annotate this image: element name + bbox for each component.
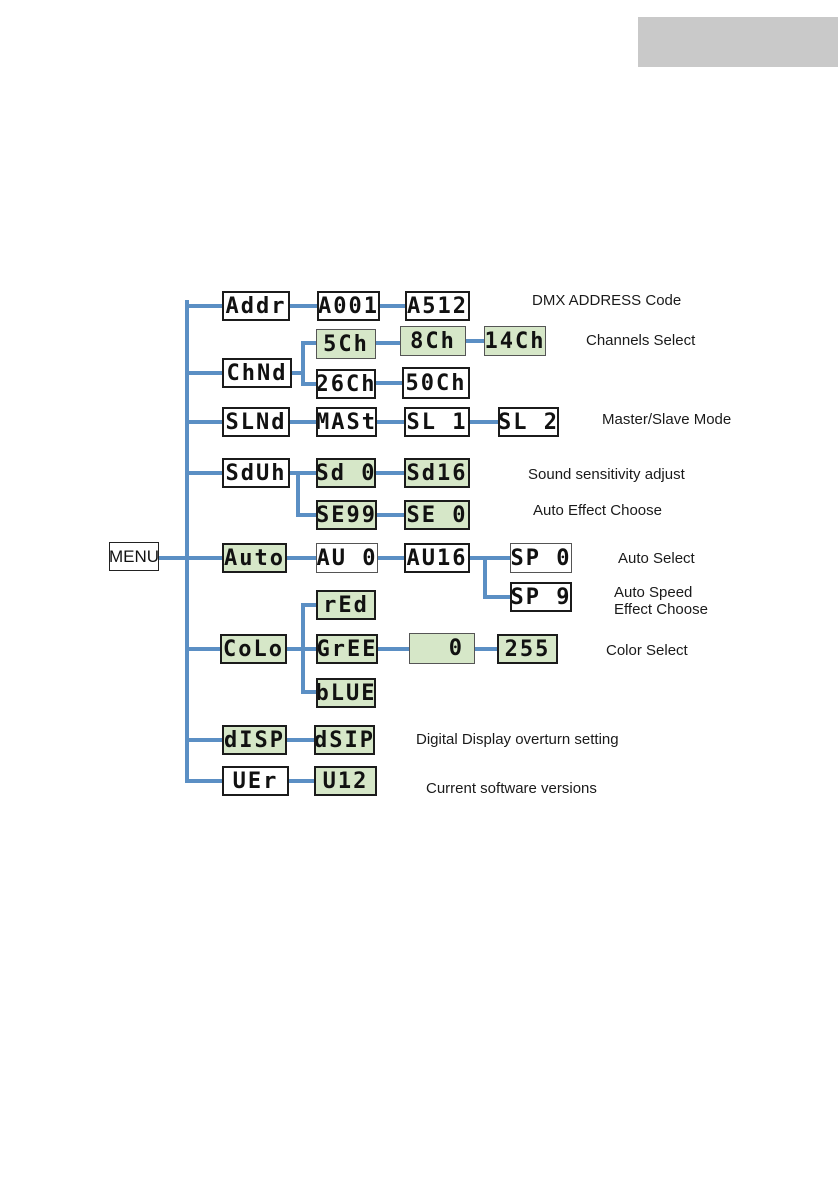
- dmx-address-max: A512: [405, 291, 470, 321]
- label-dmx-address: DMX ADDRESS Code: [532, 292, 682, 309]
- channel-5ch: 5Ch: [316, 329, 376, 359]
- page-corner-tab: [638, 17, 838, 67]
- label-auto-effect: Auto Effect Choose: [533, 502, 662, 519]
- auto-speed-max: SP 9: [510, 582, 572, 612]
- label-color: Color Select: [606, 642, 688, 659]
- label-auto-speed-effect: Effect Choose: [614, 601, 708, 618]
- link-auto: [285, 556, 512, 599]
- label-sound: Sound sensitivity adjust: [528, 466, 685, 483]
- menu-root-box: MENU: [109, 542, 159, 571]
- auto-max: AU16: [404, 543, 470, 573]
- slave-1: SL 1: [404, 407, 470, 437]
- menu-display: dISP: [222, 725, 287, 755]
- label-software: Current software versions: [426, 780, 597, 797]
- sound-sensitivity-min: Sd 0: [316, 458, 376, 488]
- label-auto-select: Auto Select: [618, 550, 695, 567]
- version-number: U12: [314, 766, 377, 796]
- dmx-address-min: A001: [317, 291, 380, 321]
- channel-50ch: 50Ch: [402, 367, 470, 399]
- link-sduh: [288, 471, 406, 517]
- effect-min: SE 0: [404, 500, 470, 530]
- link-colo: [285, 603, 499, 694]
- trunk-line: [156, 300, 189, 783]
- color-value-max: 255: [497, 634, 558, 664]
- menu-version: UEr: [222, 766, 289, 796]
- slave-2: SL 2: [498, 407, 559, 437]
- display-flipped: dSIP: [314, 725, 375, 755]
- label-master-slave: Master/Slave Mode: [602, 411, 732, 428]
- menu-auto: Auto: [222, 543, 287, 573]
- label-channels: Channels Select: [586, 332, 696, 349]
- color-value-min: 0: [409, 633, 475, 664]
- menu-addr: Addr: [222, 291, 290, 321]
- menu-channel-mode: ChNd: [222, 358, 292, 388]
- menu-color: CoLo: [220, 634, 287, 664]
- channel-14ch: 14Ch: [484, 326, 546, 356]
- effect-max: SE99: [316, 500, 377, 530]
- label-auto-speed: Auto Speed: [614, 584, 693, 601]
- link-chnd: [290, 339, 486, 386]
- color-blue: bLUE: [316, 678, 376, 708]
- auto-speed-min: SP 0: [510, 543, 572, 573]
- menu-sound: SdUh: [222, 458, 290, 488]
- channel-26ch: 26Ch: [316, 369, 376, 399]
- auto-min: AU 0: [316, 543, 378, 573]
- slave-master: MASt: [316, 407, 377, 437]
- menu-slave-mode: SLNd: [222, 407, 290, 437]
- color-green: GrEE: [316, 634, 378, 664]
- color-red: rEd: [316, 590, 376, 620]
- label-display: Digital Display overturn setting: [416, 731, 619, 748]
- channel-8ch: 8Ch: [400, 326, 466, 356]
- sound-sensitivity-max: Sd16: [404, 458, 470, 488]
